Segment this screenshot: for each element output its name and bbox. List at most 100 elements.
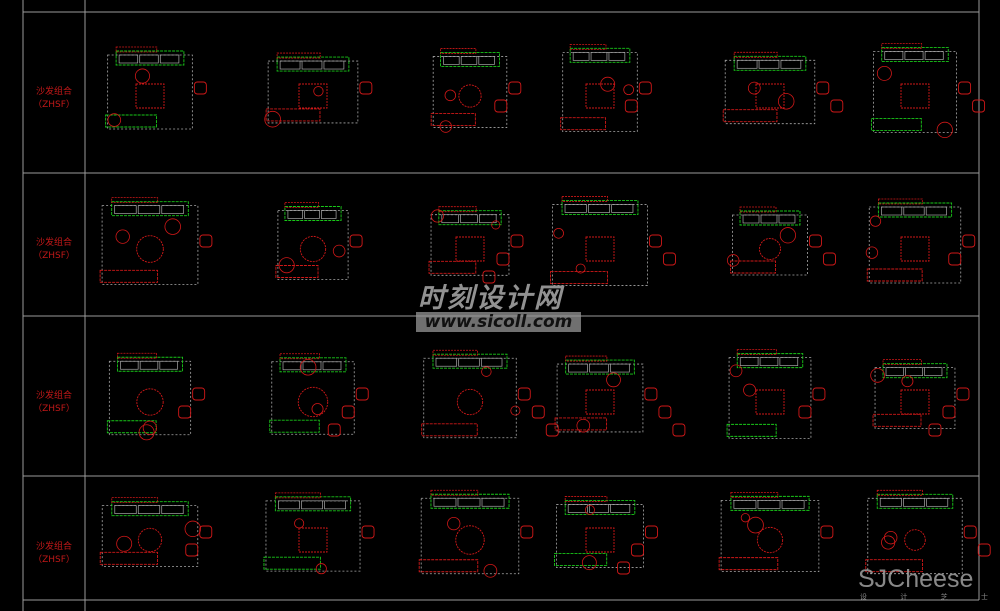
sofa-cushion [611,204,634,213]
sofa-cushion [139,54,159,64]
sofa-cushion [159,54,180,64]
console-table [736,349,777,356]
rug-outline [867,497,963,575]
rug-outline [420,497,520,575]
sofa-cushion [301,500,323,510]
armchair-icon [798,405,812,419]
armchair-icon [958,81,972,95]
sofa-icon [111,201,189,217]
side-sofa-icon [418,559,479,573]
rug-outline [724,59,816,125]
row-label-1: 沙发组合（ZHSF） [33,87,75,110]
lamp-icon [142,420,158,435]
coffee-table-icon [455,236,485,262]
sofa-cushion [779,357,799,366]
armchair-icon [823,252,836,266]
rug-outline [720,499,820,573]
lamp-icon [264,110,281,128]
armchair-icon [510,234,524,248]
lamp-icon [936,121,953,139]
lamp-icon [430,209,444,223]
round-table-icon [136,235,164,263]
round-table-icon [136,388,164,416]
sofa-cushion [279,60,301,70]
furniture-layout [99,497,213,567]
round-table-icon [456,388,484,416]
sofa-icon [877,202,953,218]
rug-outline [267,60,359,124]
side-sofa-icon [718,557,779,571]
lamp-icon [278,257,295,274]
armchair-icon [178,405,192,419]
armchair-icon [948,252,962,266]
lamp-icon [184,520,201,538]
furniture-layout [275,202,363,280]
armchair-icon [193,81,207,95]
round-table-icon [137,527,163,553]
sofa-icon [739,210,801,226]
sofa-cushion [568,363,588,373]
sofa-cushion [114,505,137,514]
lamp-icon [606,372,621,388]
side-sofa-icon [106,420,157,434]
lamp-icon [575,263,586,274]
armchair-icon [355,387,369,401]
sofa-cushion [457,497,481,507]
sofa-cushion [278,500,300,510]
sofa-cushion [481,497,505,507]
side-sofa-icon [99,269,159,283]
sofa-icon [565,359,635,375]
armchair-icon [199,234,213,248]
console-table [564,496,608,502]
sofa-cushion [433,497,457,507]
lamp-icon [116,535,133,552]
sofa-cushion [478,56,495,65]
furniture-layout [870,43,986,139]
lamp-icon [311,403,324,415]
lamp-icon [881,535,896,550]
watermark-brand: SJCheese [858,565,974,593]
side-sofa-icon [865,559,923,573]
round-table-icon [904,529,926,551]
side-sofa-icon [275,265,319,278]
side-sofa-icon [99,551,159,565]
console-table [739,206,777,213]
side-sofa-icon [430,113,476,127]
rug-outline [277,210,349,280]
lamp-icon [444,89,457,102]
furniture-layout [865,489,991,575]
lamp-icon [299,358,317,376]
lamp-icon [107,113,122,127]
sofa-cushion [780,59,802,69]
lamp-icon [115,229,130,244]
sofa-cushion [322,361,342,371]
armchair-icon [644,387,658,401]
round-table-icon [756,526,784,554]
armchair-icon [545,423,559,437]
armchair-icon [658,405,672,419]
coffee-table-icon [585,527,615,553]
console-table [561,196,608,202]
armchair-icon [341,405,355,419]
sofa-cushion [739,357,759,366]
armchair-icon [809,234,822,248]
furniture-layout [726,349,826,439]
lamp-icon [134,68,150,84]
armchair-icon [663,252,676,266]
lamp-icon [315,563,327,575]
lamp-icon [447,516,461,531]
rug-outline [552,204,648,286]
sofa-cushion [759,357,779,366]
furniture-layout [418,489,534,578]
furniture-layout [105,46,207,130]
console-table [284,202,320,208]
sofa-icon [117,356,183,372]
sofa-icon [881,47,949,62]
lamp-icon [332,244,346,258]
furniture-layout [722,51,844,125]
armchair-icon [531,405,545,419]
sofa-cushion [479,214,497,224]
sofa-cushion [301,60,323,70]
row-label-3: 沙发组合（ZHSF） [33,391,75,414]
